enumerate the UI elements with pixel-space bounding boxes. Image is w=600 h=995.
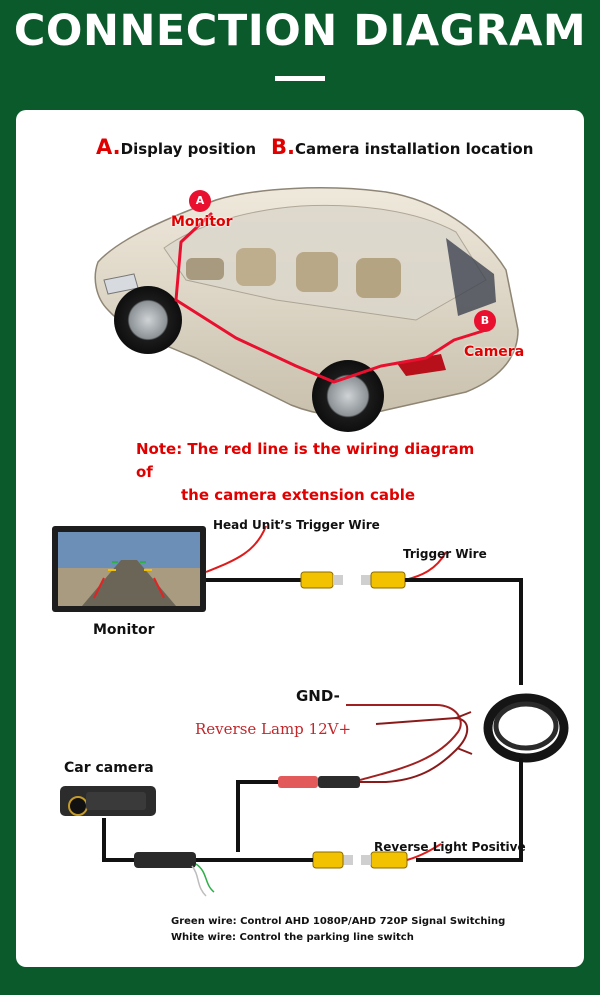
camera-marker-label: Camera bbox=[464, 344, 525, 360]
rca-plug-bottom-right bbox=[370, 851, 408, 869]
rca-tip-top-left bbox=[333, 575, 343, 585]
head-unit-trigger-label: Head Unit’s Trigger Wire bbox=[213, 518, 380, 532]
display-position-text: Display position bbox=[120, 140, 257, 158]
dashboard bbox=[186, 258, 224, 280]
rear-wheel bbox=[312, 360, 384, 432]
green-wire bbox=[195, 863, 215, 893]
car-illustration bbox=[94, 187, 519, 432]
position-letter-b: B. bbox=[271, 135, 295, 159]
monitor-label: Monitor bbox=[93, 622, 155, 638]
white-wire-description: White wire: Control the parking line swi… bbox=[171, 932, 414, 943]
camera-lens-icon bbox=[68, 796, 88, 816]
wiring-diagram bbox=[52, 525, 569, 897]
reverse-lamp-label: Reverse Lamp 12V+ bbox=[195, 720, 352, 738]
tail-light bbox=[396, 354, 446, 376]
camera-location-heading: B.Camera installation location bbox=[271, 135, 533, 159]
reverse-light-positive-label: Reverse Light Positive bbox=[374, 840, 526, 854]
camera-cable bbox=[102, 818, 134, 862]
green-wire-description: Green wire: Control AHD 1080P/AHD 720P S… bbox=[171, 916, 506, 927]
reverse-light-wire bbox=[406, 843, 442, 861]
cable-coil bbox=[483, 693, 569, 763]
position-letter-a: A. bbox=[96, 135, 121, 159]
page-title: CONNECTION DIAGRAM bbox=[13, 6, 587, 56]
third-row-seat bbox=[356, 258, 401, 298]
extension-cable-route bbox=[174, 212, 488, 384]
monitor-marker-label: Monitor bbox=[171, 214, 233, 230]
display-position-heading: A.Display position bbox=[96, 135, 256, 159]
wiring-note: Note: The red line is the wiring diagram… bbox=[136, 438, 496, 507]
gnd-wire bbox=[346, 704, 462, 781]
signal-switch-box bbox=[134, 852, 196, 868]
monitor-road-lane bbox=[82, 560, 176, 606]
monitor-marker-icon: A bbox=[189, 190, 211, 212]
camera-location-text: Camera installation location bbox=[294, 140, 534, 158]
cable-from-coil bbox=[416, 758, 523, 862]
note-line-2: the camera extension cable bbox=[181, 486, 416, 504]
rca-tip-top-right bbox=[361, 575, 371, 585]
title-underline bbox=[275, 76, 325, 81]
power-plug-red bbox=[278, 776, 318, 788]
rca-tip-bottom-left bbox=[343, 855, 353, 865]
camera-marker-icon: B bbox=[474, 310, 496, 332]
parking-line-right bbox=[153, 577, 165, 599]
power-cable bbox=[236, 780, 278, 852]
trigger-wire-label: Trigger Wire bbox=[403, 547, 487, 561]
wire-twist bbox=[455, 711, 473, 755]
note-line-1: Note: The red line is the wiring diagram… bbox=[136, 440, 475, 481]
front-wheel bbox=[114, 286, 182, 354]
white-wire bbox=[191, 865, 207, 897]
power-plug-black bbox=[318, 776, 360, 788]
cable-to-coil bbox=[405, 578, 523, 685]
reverse-lamp-wire bbox=[360, 716, 469, 783]
rear-seat bbox=[296, 252, 338, 292]
gnd-label: GND- bbox=[296, 687, 340, 705]
rca-tip-bottom-right bbox=[361, 855, 371, 865]
cable-coil-inner bbox=[493, 701, 559, 751]
front-seat bbox=[236, 248, 276, 286]
rca-plug-bottom-left bbox=[312, 851, 344, 869]
rca-plug-top-right bbox=[370, 571, 406, 589]
parking-line-left bbox=[93, 577, 105, 599]
diagram-panel: A.Display position B.Camera installation… bbox=[16, 110, 584, 967]
head-unit-trigger-wire bbox=[205, 525, 267, 573]
car-camera-label: Car camera bbox=[64, 760, 154, 776]
camera-mount bbox=[86, 792, 146, 810]
rca-plug-top-left bbox=[300, 571, 334, 589]
rear-window bbox=[446, 238, 496, 316]
